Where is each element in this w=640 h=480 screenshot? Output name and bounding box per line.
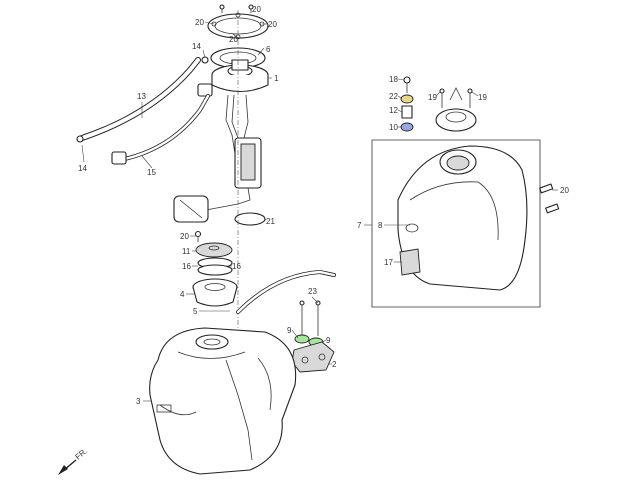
mount-bracket [291,341,335,373]
filter-orings [197,257,233,276]
fuel-filter-housing [192,278,238,307]
callout-15: 15 [147,168,156,177]
callout-14: 14 [192,42,201,51]
caution-label [399,248,421,276]
callout-3: 3 [136,397,141,406]
fuel-filler-cap [435,87,477,132]
cap-bolt [403,76,411,93]
callout-20: 20 [195,18,204,27]
fuel-level-cap [195,242,233,258]
callout-23: 23 [308,287,317,296]
callout-14: 14 [78,164,87,173]
tank-cover [397,145,528,291]
callout-20: 20 [560,186,569,195]
callout-4: 4 [180,290,185,299]
callout-17: 17 [384,258,393,267]
front-label: FR. [74,446,90,461]
leader-lines [81,21,558,402]
cap-oring [400,122,414,132]
pump-retainer-ring [207,12,269,40]
filter-bolt [194,230,202,242]
callout-20: 20 [180,232,189,241]
callout-16: 16 [232,262,241,271]
hose-clip [76,56,209,143]
callout-7: 7 [357,221,362,230]
breather-hose [236,269,336,314]
callout-13: 13 [137,92,146,101]
callout-11: 11 [182,247,191,256]
fuel-pump-flange [211,59,269,93]
callout-21: 21 [266,217,275,226]
callout-16: 16 [182,262,191,271]
cover-screws [539,183,560,214]
callout-19: 19 [478,93,487,102]
callout-20: 20 [252,5,261,14]
callout-20: 20 [268,20,277,29]
callout-numbers: 20 20 20 20 6 14 1 13 14 15 21 20 11 16 … [78,5,569,406]
callout-1: 1 [274,74,279,83]
callout-5: 5 [193,307,198,316]
callout-9: 9 [287,326,292,335]
callout-12: 12 [389,106,398,115]
callout-10: 10 [389,123,398,132]
callout-9: 9 [326,336,331,345]
bolts-top [219,4,254,39]
callout-19: 19 [428,93,437,102]
tank-cover-box [371,139,541,308]
pump-wire-harness [111,94,210,165]
fuel-pump-assembly [173,94,262,223]
fuel-hose [79,57,213,141]
callout-20: 20 [229,35,238,44]
callout-2: 2 [332,360,337,369]
front-direction-indicator: FR. [58,446,89,475]
callout-8: 8 [378,221,383,230]
cap-spacer [401,105,413,119]
cap-washer [400,94,414,104]
callout-18: 18 [389,75,398,84]
callout-22: 22 [389,92,398,101]
pump-oring [234,212,266,226]
tank-mount-bolts [299,300,321,336]
callout-6: 6 [266,45,271,54]
fuel-tank [149,327,297,475]
